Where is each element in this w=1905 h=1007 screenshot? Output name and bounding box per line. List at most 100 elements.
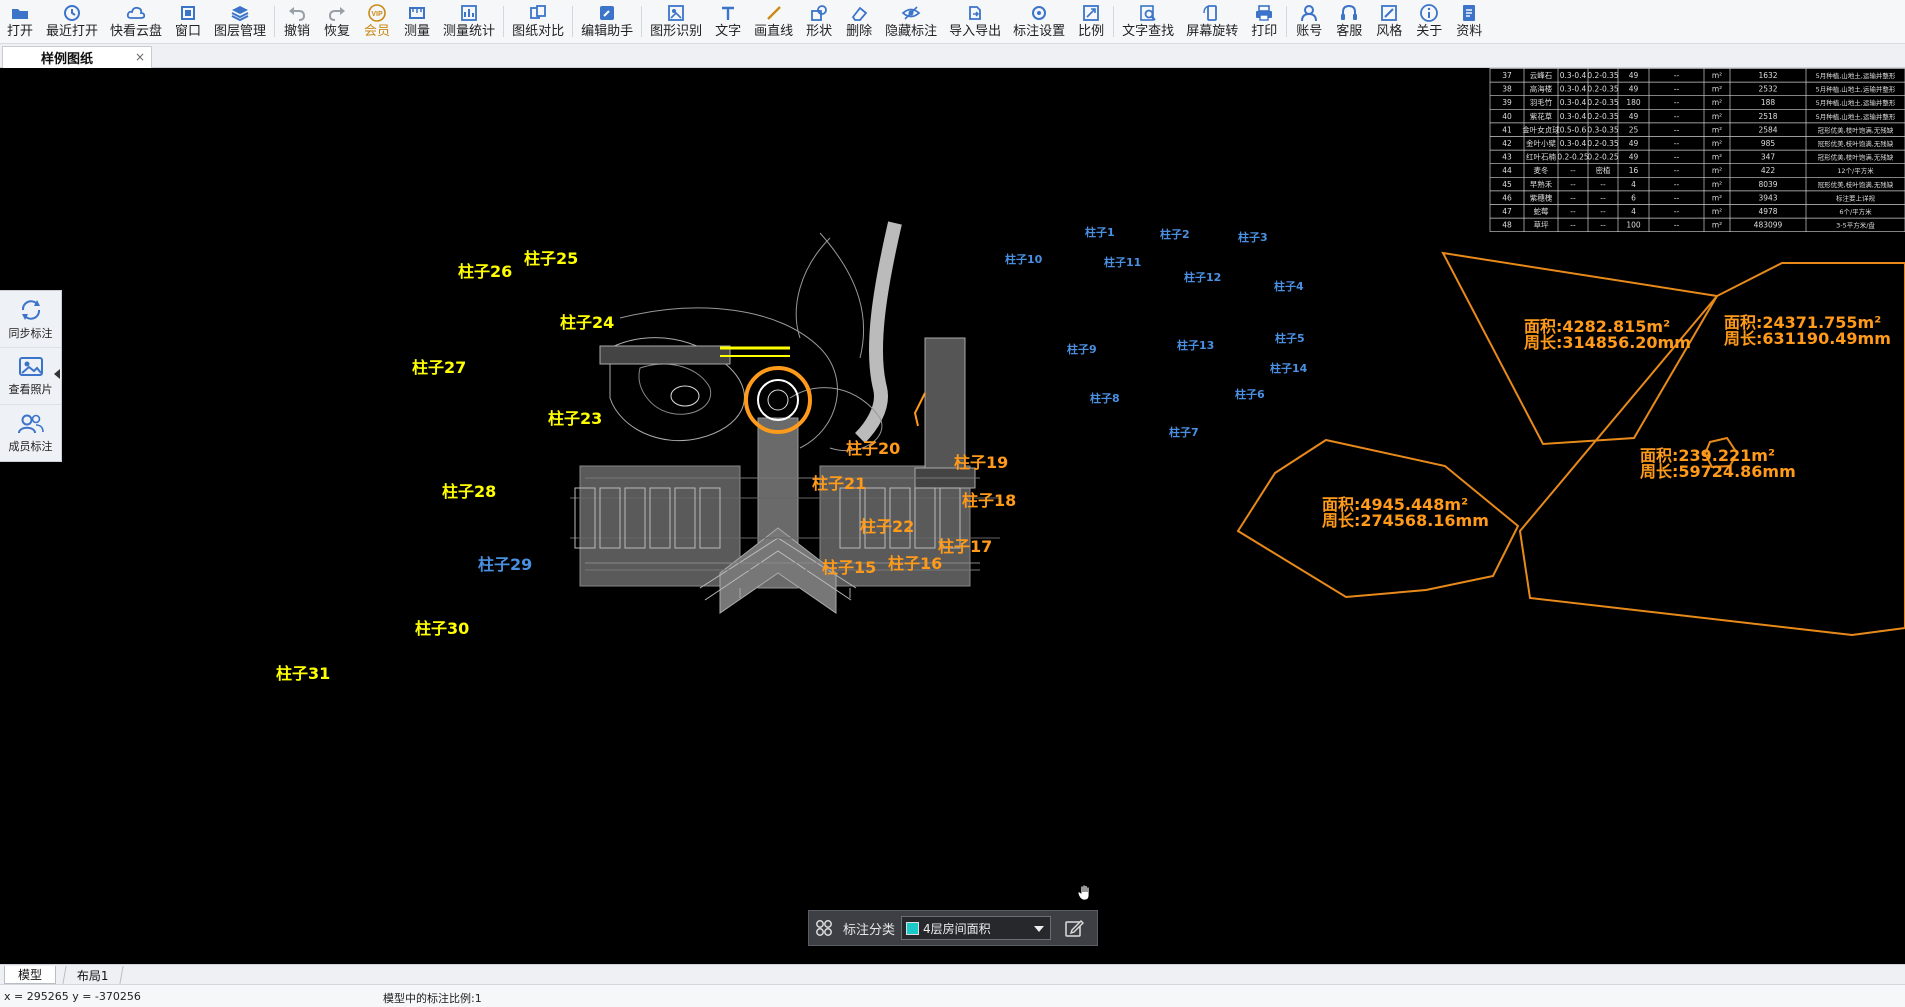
- toolbar-label: 屏幕旋转: [1186, 24, 1239, 39]
- toolbar-button-text[interactable]: 文字: [708, 0, 748, 43]
- table-cell: 49: [1629, 139, 1639, 148]
- import-export-icon: [965, 3, 985, 23]
- toolbar-button-undo[interactable]: 撤销: [277, 0, 317, 43]
- column-label[interactable]: 柱子14: [1270, 361, 1308, 375]
- toolbar-button-eraser[interactable]: 删除: [839, 0, 879, 43]
- toolbar-button-style[interactable]: 风格: [1369, 0, 1409, 43]
- toolbar-button-import-export[interactable]: 导入导出: [943, 0, 1007, 43]
- column-label[interactable]: 柱子28: [442, 482, 496, 501]
- perimeter-value[interactable]: 周长:59724.86mm: [1640, 462, 1796, 481]
- area-value[interactable]: 面积:239.221m²: [1640, 446, 1775, 465]
- column-label[interactable]: 柱子27: [412, 358, 466, 377]
- column-label[interactable]: 柱子26: [458, 262, 512, 281]
- document-tab[interactable]: 样例图纸 ×: [2, 46, 152, 68]
- column-label[interactable]: 柱子16: [888, 554, 942, 573]
- column-label[interactable]: 柱子23: [548, 409, 602, 428]
- toolbar-button-info[interactable]: 关于: [1409, 0, 1449, 43]
- area-value[interactable]: 面积:24371.755m²: [1724, 313, 1881, 332]
- sync-annotation-button[interactable]: 同步标注: [0, 291, 61, 348]
- column-label[interactable]: 柱子2: [1160, 227, 1190, 241]
- column-label[interactable]: 柱子1: [1085, 225, 1115, 239]
- column-label[interactable]: 柱子8: [1090, 391, 1120, 405]
- toolbar-button-edit-assistant[interactable]: 编辑助手: [575, 0, 639, 43]
- table-cell: 冠形优美,枝叶饱满,无残缺: [1818, 139, 1894, 148]
- perimeter-value[interactable]: 周长:274568.16mm: [1322, 511, 1489, 530]
- toolbar-button-text-search[interactable]: 文字查找: [1116, 0, 1180, 43]
- column-label[interactable]: 柱子3: [1238, 230, 1268, 244]
- column-label[interactable]: 柱子15: [822, 558, 876, 577]
- table-cell: 0.3-0.4: [1560, 71, 1587, 80]
- toolbar-button-window[interactable]: 窗口: [168, 0, 208, 43]
- column-label[interactable]: 柱子12: [1184, 270, 1221, 284]
- cloud-icon: [126, 3, 146, 23]
- toolbar-button-ruler[interactable]: 测量: [397, 0, 437, 43]
- toolbar-button-compare[interactable]: 图纸对比: [506, 0, 570, 43]
- tab-layout1[interactable]: 布局1: [62, 966, 124, 984]
- table-cell: 39: [1502, 98, 1512, 107]
- table-cell: --: [1674, 139, 1680, 148]
- toolbar-button-folder-open[interactable]: 打开: [0, 0, 40, 43]
- toolbar-button-scale[interactable]: 比例: [1071, 0, 1111, 43]
- column-label[interactable]: 柱子17: [938, 537, 992, 556]
- column-label[interactable]: 柱子9: [1067, 342, 1097, 356]
- toolbar-button-redo[interactable]: 恢复: [317, 0, 357, 43]
- toolbar-button-headset[interactable]: 客服: [1329, 0, 1369, 43]
- column-label[interactable]: 柱子31: [276, 664, 330, 683]
- column-label[interactable]: 柱子19: [954, 453, 1008, 472]
- perimeter-value[interactable]: 周长:314856.20mm: [1524, 333, 1691, 352]
- toolbar-button-recent-clock[interactable]: 最近打开: [40, 0, 104, 43]
- table-cell: --: [1570, 166, 1576, 175]
- toolbar-button-annotation-settings[interactable]: 标注设置: [1007, 0, 1071, 43]
- toolbar-button-shape[interactable]: 形状: [799, 0, 839, 43]
- column-label[interactable]: 柱子24: [560, 313, 614, 332]
- column-label[interactable]: 柱子20: [846, 439, 900, 458]
- toolbar-button-measure-stats[interactable]: 测量统计: [437, 0, 501, 43]
- column-label[interactable]: 柱子4: [1274, 279, 1304, 293]
- column-label[interactable]: 柱子21: [812, 474, 866, 493]
- member-annotation-button[interactable]: 成员标注: [0, 405, 61, 462]
- path-band: [854, 221, 902, 443]
- table-cell: 0.2-0.35: [1587, 98, 1619, 107]
- close-icon[interactable]: ×: [134, 50, 145, 64]
- toolbar-button-shape-recognition[interactable]: 图形识别: [644, 0, 708, 43]
- shape-recognition-icon: [666, 3, 686, 23]
- toolbar-button-rotate-screen[interactable]: 屏幕旋转: [1180, 0, 1244, 43]
- collapse-arrow-icon[interactable]: [54, 369, 60, 379]
- area-value[interactable]: 面积:4282.815m²: [1524, 317, 1670, 336]
- view-photos-button[interactable]: 查看照片: [0, 348, 61, 405]
- annotation-labels: 柱子25 柱子26 柱子24 柱子27 柱子23 柱子28 柱子30 柱子31 柱子29 柱子20…: [276, 225, 1891, 683]
- toolbar-button-account[interactable]: 账号: [1289, 0, 1329, 43]
- table-cell: 0.3-0.4: [1560, 112, 1587, 121]
- column-label[interactable]: 柱子25: [524, 249, 578, 268]
- table-cell: 4: [1631, 180, 1636, 189]
- column-label[interactable]: 柱子5: [1275, 331, 1305, 345]
- category-grid-icon[interactable]: [809, 910, 839, 946]
- table-cell: 25: [1629, 125, 1639, 134]
- annotation-category-select[interactable]: 4层房间面积: [901, 916, 1052, 940]
- column-label[interactable]: 柱子13: [1177, 338, 1214, 352]
- toolbar-button-layers[interactable]: 图层管理: [208, 0, 272, 43]
- column-label[interactable]: 柱子22: [860, 517, 914, 536]
- column-label[interactable]: 柱子10: [1005, 252, 1043, 266]
- column-label[interactable]: 柱子30: [415, 619, 469, 638]
- toolbar-button-eye-hide[interactable]: 隐藏标注: [879, 0, 943, 43]
- column-label[interactable]: 柱子18: [962, 491, 1016, 510]
- column-label[interactable]: 柱子11: [1104, 255, 1141, 269]
- toolbar-label: 图形识别: [650, 24, 703, 39]
- toolbar-button-printer[interactable]: 打印: [1244, 0, 1284, 43]
- table-cell: m²: [1712, 71, 1722, 80]
- toolbar-button-line[interactable]: 画直线: [748, 0, 799, 43]
- area-value[interactable]: 面积:4945.448m²: [1322, 495, 1468, 514]
- column-label[interactable]: 柱子29: [478, 555, 532, 574]
- toolbar-button-documents[interactable]: 资料: [1449, 0, 1489, 43]
- table-cell: 38: [1502, 85, 1512, 94]
- edit-category-button[interactable]: [1057, 910, 1091, 946]
- perimeter-value[interactable]: 周长:631190.49mm: [1724, 329, 1891, 348]
- column-label[interactable]: 柱子7: [1169, 425, 1199, 439]
- column-label[interactable]: 柱子6: [1235, 387, 1265, 401]
- tab-model[interactable]: 模型: [4, 966, 56, 984]
- toolbar-button-cloud[interactable]: 快看云盘: [104, 0, 168, 43]
